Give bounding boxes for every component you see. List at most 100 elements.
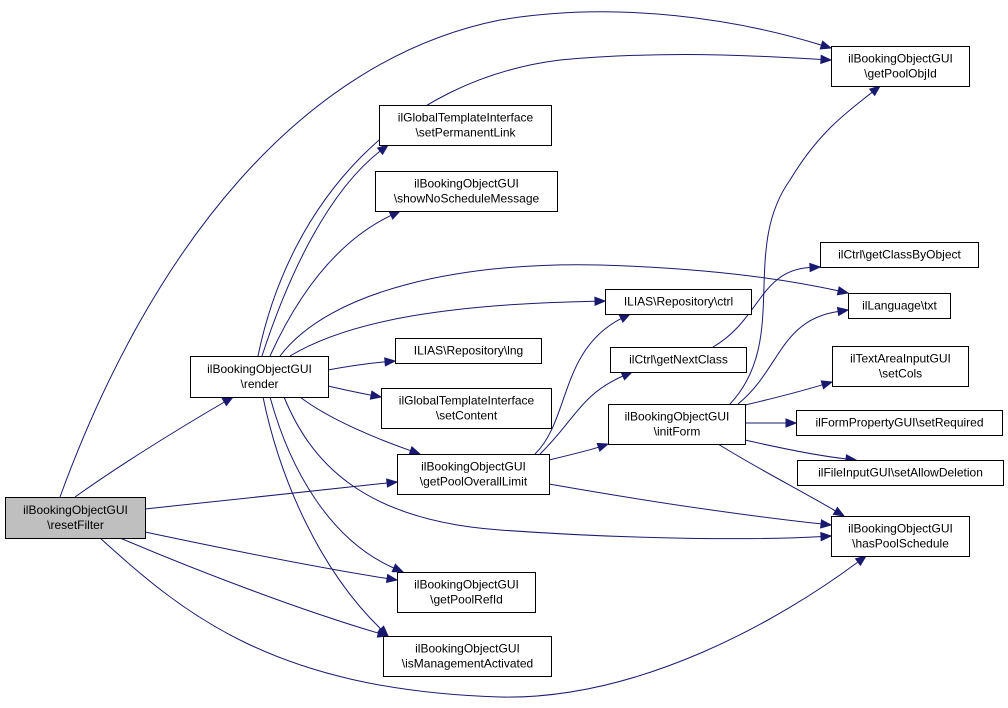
- node-box: [395, 338, 542, 364]
- node-label-line: \showNoScheduleMessage: [394, 192, 540, 206]
- node-label-line: ilLanguage\txt: [862, 299, 937, 313]
- edge-line: [279, 264, 839, 357]
- edges-layer: [59, 11, 882, 698]
- edge-line: [74, 401, 225, 498]
- edge-line: [262, 396, 382, 630]
- arrowhead-icon: [618, 313, 632, 323]
- node-label-line: ILIAS\Repository\lng: [414, 344, 523, 358]
- edge-resetFilter-to-getPoolObjId: [59, 11, 833, 498]
- node-hasPoolSchedule[interactable]: ilBookingObjectGUI\hasPoolSchedule: [831, 516, 970, 557]
- node-setPermanentLink[interactable]: ilGlobalTemplateInterface\setPermanentLi…: [379, 105, 552, 146]
- node-label-line: ilBookingObjectGUI: [23, 503, 128, 517]
- edge-line: [548, 446, 599, 461]
- node-label-line: ilCtrl\getNextClass: [629, 353, 728, 367]
- edge-render-to-repoLng: [327, 357, 397, 371]
- arrowhead-icon: [809, 262, 822, 273]
- edge-line: [327, 385, 372, 396]
- edge-line: [257, 53, 822, 357]
- arrowhead-icon: [369, 390, 383, 400]
- arrowhead-icon: [596, 442, 610, 452]
- edge-line: [548, 483, 822, 525]
- node-box: [608, 404, 746, 445]
- edge-resetFilter-to-isManagementActivated: [119, 537, 390, 638]
- node-txt[interactable]: ilLanguage\txt: [848, 293, 951, 319]
- arrowhead-icon: [785, 418, 798, 428]
- edge-line: [534, 318, 622, 455]
- edge-initForm-to-setCols: [744, 380, 834, 406]
- node-label-line: ilBookingObjectGUI: [207, 362, 312, 376]
- edge-line: [269, 396, 395, 569]
- node-getClassByObject[interactable]: ilCtrl\getClassByObject: [820, 242, 979, 268]
- edge-render-to-txt: [279, 264, 850, 357]
- edge-render-to-hasPoolSchedule: [283, 396, 833, 542]
- node-repoLng[interactable]: ILIAS\Repository\lng: [395, 338, 542, 364]
- edge-line: [144, 482, 388, 510]
- node-box: [831, 516, 970, 557]
- edge-line: [327, 361, 386, 371]
- node-render[interactable]: ilBookingObjectGUI\render: [190, 356, 329, 398]
- node-box: [383, 636, 552, 677]
- node-box: [610, 347, 747, 373]
- node-label-line: ilBookingObjectGUI: [848, 52, 953, 66]
- node-setCols[interactable]: ilTextAreaInputGUI\setCols: [832, 346, 969, 387]
- edge-line: [119, 537, 379, 634]
- edge-getNextClass-to-getClassByObject: [712, 262, 822, 348]
- node-label-line: \getPoolOverallLimit: [420, 475, 528, 489]
- node-box: [820, 242, 979, 268]
- edge-render-to-setContent: [327, 385, 383, 400]
- node-box: [375, 171, 558, 212]
- node-label-line: \getPoolRefId: [430, 593, 503, 607]
- edge-render-to-isManagementActivated: [262, 396, 389, 637]
- node-box: [379, 105, 552, 146]
- node-setAllowDeletion[interactable]: ilFileInputGUI\setAllowDeletion: [797, 460, 1004, 486]
- node-getPoolObjId[interactable]: ilBookingObjectGUI\getPoolObjId: [831, 46, 970, 87]
- edge-resetFilter-to-render: [74, 396, 235, 498]
- node-box: [848, 293, 951, 319]
- arrowhead-icon: [384, 357, 397, 367]
- node-box: [397, 572, 536, 613]
- edge-line: [99, 537, 859, 698]
- edge-line: [59, 11, 822, 498]
- node-box: [5, 497, 146, 539]
- arrowhead-icon: [836, 306, 850, 317]
- edge-initForm-to-getPoolObjId: [729, 85, 882, 405]
- edge-initForm-to-txt: [737, 306, 850, 405]
- edge-line: [289, 300, 596, 357]
- node-box: [832, 346, 969, 387]
- node-showNoScheduleMessage[interactable]: ilBookingObjectGUI\showNoScheduleMessage: [375, 171, 558, 212]
- node-box: [397, 454, 550, 495]
- node-label-line: \initForm: [654, 425, 701, 439]
- node-getPoolRefId[interactable]: ilBookingObjectGUI\getPoolRefId: [397, 572, 536, 613]
- edge-line: [717, 443, 836, 512]
- node-resetFilter[interactable]: ilBookingObjectGUI\resetFilter: [5, 497, 146, 539]
- node-isManagementActivated[interactable]: ilBookingObjectGUI\isManagementActivated: [383, 636, 552, 677]
- node-label-line: ilGlobalTemplateInterface: [399, 394, 535, 408]
- node-label-line: \setCols: [879, 367, 922, 381]
- node-label-line: ilBookingObjectGUI: [848, 522, 953, 536]
- node-getPoolOverallLimit[interactable]: ilBookingObjectGUI\getPoolOverallLimit: [397, 454, 550, 495]
- edge-getPoolOverallLimit-to-initForm: [548, 442, 610, 461]
- node-initForm[interactable]: ilBookingObjectGUI\initForm: [608, 404, 746, 445]
- edge-resetFilter-to-hasPoolSchedule: [99, 537, 868, 698]
- node-repoCtrl[interactable]: ILIAS\Repository\ctrl: [605, 289, 752, 315]
- node-label-line: ilFormPropertyGUI\setRequired: [815, 416, 983, 430]
- edge-render-to-getPoolObjId: [257, 53, 833, 357]
- nodes-layer: ilBookingObjectGUI\resetFilterilBookingO…: [5, 46, 1004, 677]
- arrowhead-icon: [854, 555, 868, 567]
- edge-line: [299, 396, 411, 452]
- node-label-line: \isManagementActivated: [402, 657, 533, 671]
- node-setContent[interactable]: ilGlobalTemplateInterface\setContent: [381, 388, 552, 429]
- node-label-line: ilBookingObjectGUI: [625, 410, 730, 424]
- node-setRequired[interactable]: ilFormPropertyGUI\setRequired: [796, 410, 1003, 436]
- arrowhead-icon: [620, 371, 634, 381]
- node-box: [797, 460, 1004, 486]
- edge-initForm-to-setRequired: [745, 418, 798, 428]
- edge-initForm-to-setAllowDeletion: [744, 439, 858, 464]
- node-getNextClass[interactable]: ilCtrl\getNextClass: [610, 347, 747, 373]
- node-label-line: ilBookingObjectGUI: [415, 642, 520, 656]
- arrowhead-icon: [594, 296, 607, 306]
- edge-line: [712, 267, 811, 348]
- arrowhead-icon: [385, 573, 399, 584]
- arrowhead-icon: [820, 519, 833, 529]
